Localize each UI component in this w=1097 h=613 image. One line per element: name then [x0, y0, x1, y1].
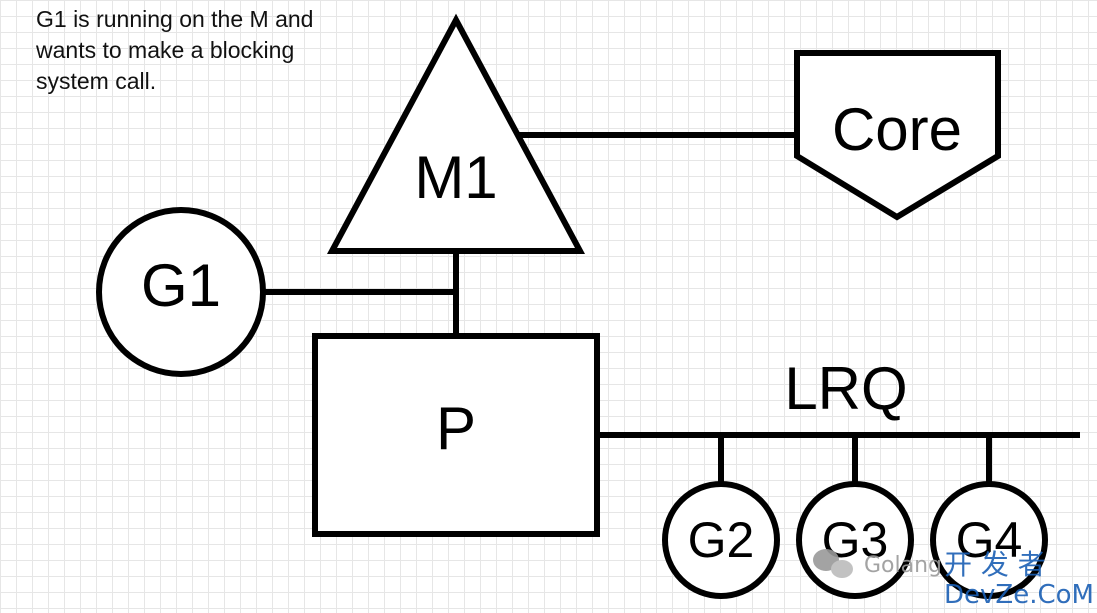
core-pentagon	[794, 50, 1001, 221]
p-box	[312, 333, 600, 537]
g4-circle	[930, 481, 1048, 599]
g3-node: G3	[796, 481, 914, 599]
watermark-site: DevZe.CoM	[944, 580, 1094, 610]
m1-label: M1	[414, 144, 497, 211]
g1-circle	[96, 207, 266, 377]
g1-label: G1	[141, 252, 221, 319]
watermark: Golang 开 发 者 DevZe.CoM	[813, 548, 1094, 610]
caption-line-3: system call.	[36, 68, 157, 94]
g4-label: G4	[956, 512, 1023, 568]
g2-circle	[662, 481, 780, 599]
wechat-icon	[813, 549, 853, 578]
p-label: P	[436, 395, 476, 462]
m1-node: M1	[326, 13, 586, 254]
watermark-brand: Golang	[864, 553, 942, 578]
core-label: Core	[832, 96, 962, 163]
g1-node: G1	[96, 207, 266, 377]
g2-label: G2	[688, 512, 755, 568]
caption-line-1: G1 is running on the M and	[36, 6, 314, 32]
caption-line-2: wants to make a blocking	[36, 37, 295, 63]
lrq-label: LRQ	[784, 355, 907, 422]
caption-text: G1 is running on the M and wants to make…	[36, 4, 376, 97]
m1-triangle	[326, 13, 586, 254]
core-node: Core	[794, 50, 1001, 221]
watermark-chinese: 开 发 者	[944, 548, 1046, 581]
g4-node: G4	[930, 481, 1048, 599]
g2-node: G2	[662, 481, 780, 599]
connector-lines	[263, 132, 1080, 488]
p-node: P	[312, 333, 600, 537]
